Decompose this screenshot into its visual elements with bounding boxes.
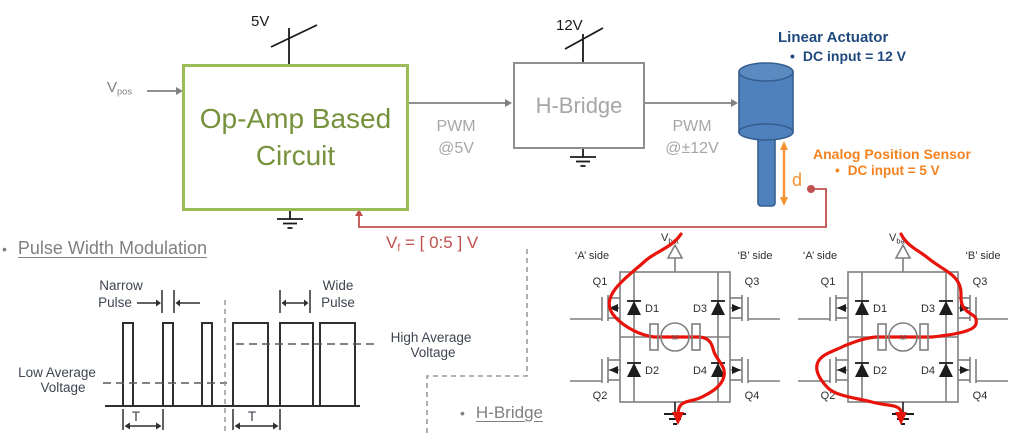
power-rail-5v-icon <box>270 24 318 64</box>
vbat-arrow-icon <box>666 243 684 259</box>
wide-pulse-label: Wide <box>323 278 354 293</box>
bullet: • <box>460 405 465 421</box>
pwm12-arrow <box>645 99 738 107</box>
d3-label: D3 <box>693 303 707 315</box>
supply-12v-label: 12V <box>556 17 583 34</box>
distance-measure-arrow <box>780 141 788 206</box>
feedback-voltage-label: Vf = [ 0:5 ] V <box>386 233 479 254</box>
wide-pulse-annotation: Wide Pulse <box>279 278 355 313</box>
a-side-label: ‘A’ side <box>575 250 609 262</box>
power-rail-12v-icon <box>564 27 604 62</box>
actuator-spec: • DC input = 12 V <box>790 48 906 64</box>
current-path-forward <box>607 232 726 414</box>
pwm-12v-label: PWM@±12V <box>665 118 719 157</box>
mosfet-q1-icon <box>570 295 620 321</box>
distance-label: d <box>792 170 803 190</box>
d2-label: D2 <box>645 365 659 377</box>
linear-actuator-graphic <box>738 62 794 207</box>
hbridge-circuit-forward: Vbat D1 D2 D3 D4 <box>570 232 780 425</box>
diode-d2-icon <box>627 362 641 377</box>
motor-icon: M <box>649 322 701 352</box>
svg-text:Pulse: Pulse <box>321 295 355 310</box>
pwm-section-title: • Pulse Width Modulation <box>2 238 208 258</box>
svg-text:Voltage: Voltage <box>410 345 455 360</box>
svg-text:T: T <box>132 409 140 424</box>
wide-pulses <box>232 322 356 407</box>
vpos-label: Vpos <box>107 79 133 97</box>
period-marker-wide: T <box>232 409 281 430</box>
mosfet-q3-icon <box>730 295 780 321</box>
bullet: • <box>2 240 7 257</box>
d1-label: D1 <box>645 303 659 315</box>
actuator-title: Linear Actuator <box>778 29 889 46</box>
svg-text:M: M <box>672 335 678 342</box>
opamp-block-label: Op-Amp Based Circuit <box>199 103 392 171</box>
pwm5-arrow <box>409 99 512 107</box>
hbridge-schematic: Vbat D1 D2 D3 D4 <box>570 232 780 425</box>
actuator-cap <box>738 62 794 82</box>
ground-icon <box>277 211 303 229</box>
callout-connector <box>426 249 528 434</box>
hbridge-section-title: • H-Bridge <box>460 403 543 422</box>
svg-text:Voltage: Voltage <box>40 380 85 395</box>
q1-label: Q1 <box>593 276 608 288</box>
narrow-pulse-annotation: Narrow Pulse <box>98 278 200 313</box>
b-side-label: ‘B’ side <box>737 250 772 262</box>
low-average-label: Low Average <box>18 365 96 380</box>
hbridge-block-label: H-Bridge <box>535 92 623 118</box>
high-average-label: High Average <box>391 330 472 345</box>
mosfet-q4-icon <box>730 357 780 383</box>
q2-label: Q2 <box>593 390 608 402</box>
diode-d3-icon <box>711 300 725 315</box>
sensor-title: Analog Position Sensor <box>813 146 971 162</box>
d4-label: D4 <box>693 365 707 377</box>
pwm-5v-label: PWM@5V <box>436 118 476 157</box>
bullet: • <box>835 163 840 178</box>
narrow-pulses <box>122 322 213 407</box>
q4-label: Q4 <box>745 390 760 402</box>
current-path-reverse <box>815 232 978 413</box>
vpos-arrow <box>147 87 183 95</box>
narrow-pulse-label: Narrow <box>99 278 143 293</box>
diode-d1-icon <box>627 300 641 315</box>
ground-icon <box>570 149 596 167</box>
feedback-wire <box>355 185 827 228</box>
current-arrowhead <box>672 412 684 425</box>
q3-label: Q3 <box>745 276 760 288</box>
hbridge-circuit-reverse <box>797 231 1009 425</box>
period-marker-narrow: T <box>122 409 164 430</box>
hbridge-block: H-Bridge <box>513 62 645 149</box>
actuator-shaft <box>757 129 776 207</box>
diode-d4-icon <box>711 362 725 377</box>
opamp-block: Op-Amp Based Circuit <box>182 64 409 211</box>
svg-text:Pulse: Pulse <box>98 295 132 310</box>
mosfet-q2-icon <box>570 357 620 383</box>
pwm-waveform: Narrow Pulse Wide Pulse Low Average Volt… <box>18 278 472 433</box>
current-arrowhead <box>895 412 907 425</box>
bullet: • <box>790 48 795 64</box>
sensor-spec: • DC input = 5 V <box>835 163 940 178</box>
svg-text:T: T <box>248 409 256 424</box>
supply-5v-label: 5V <box>251 13 270 30</box>
